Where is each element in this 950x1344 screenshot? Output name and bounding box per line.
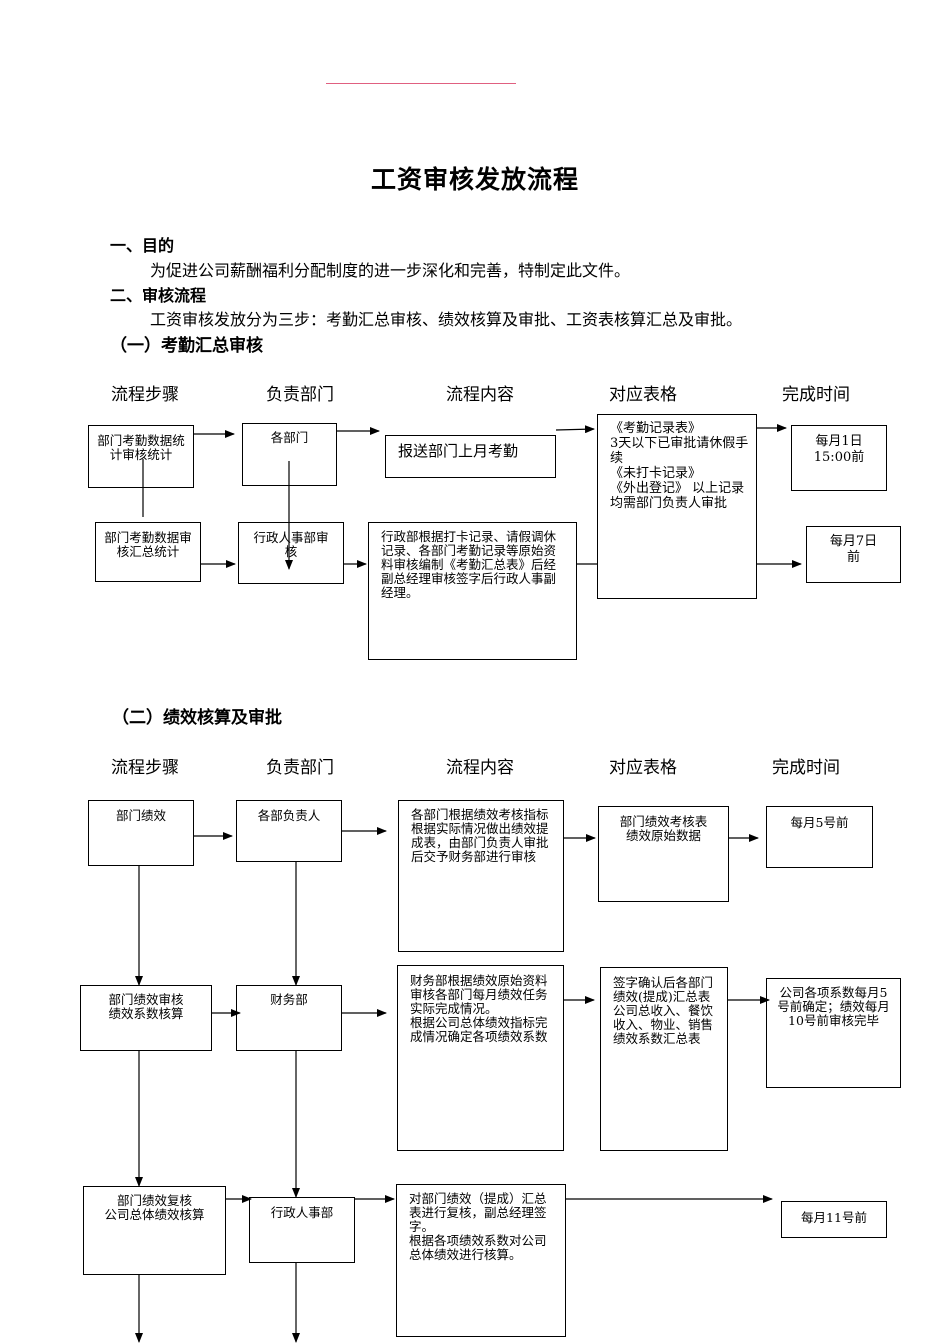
p2-step2-box: 部门绩效审核 绩效系数核算 (80, 985, 212, 1051)
part2-col-dept: 负责部门 (266, 758, 334, 778)
p2-step3-box: 部门绩效复核 公司总体绩效核算 (83, 1186, 226, 1275)
p2-content3-text: 对部门绩效（提成）汇总表进行复核，副总经理签字。 根据各项绩效系数对公司总体绩效… (409, 1191, 547, 1262)
p1-time1-box: 每月1日 15:00前 (791, 425, 887, 491)
process-text: 工资审核发放分为三步：考勤汇总审核、绩效核算及审批、工资表核算汇总及审批。 (150, 310, 743, 329)
p1-time2-box: 每月7日 前 (806, 526, 901, 583)
p1-dept2-box: 行政人事部审核 (238, 522, 344, 584)
purpose-text: 为促进公司薪酬福利分配制度的进一步深化和完善，特制定此文件。 (150, 261, 631, 280)
p1-form1-box: 《考勤记录表》 3天以下已审批请休假手续 《未打卡记录》 《外出登记》 以上记录… (597, 414, 757, 599)
p2-time2-box: 公司各项系数每月5号前确定；绩效每月10号前审核完毕 (766, 978, 901, 1088)
header-rule (326, 83, 516, 84)
part1-col-time: 完成时间 (782, 385, 850, 405)
p2-step1-text: 部门绩效 (115, 808, 166, 823)
p2-content3-box: 对部门绩效（提成）汇总表进行复核，副总经理签字。 根据各项绩效系数对公司总体绩效… (396, 1184, 566, 1337)
page-title: 工资审核发放流程 (370, 165, 579, 194)
part1-col-dept: 负责部门 (266, 385, 334, 405)
p2-form2-text: 签字确认后各部门绩效(提成)汇总表 公司总收入、餐饮收入、物业、销售绩效系数汇总… (613, 975, 714, 1046)
p2-time1-box: 每月5号前 (766, 806, 873, 868)
p1-step1-box: 部门考勤数据统计审核统计 (88, 425, 194, 488)
arrow (555, 425, 595, 434)
part2-col-step: 流程步骤 (111, 758, 179, 778)
p1-time2-text: 每月7日 前 (829, 534, 878, 565)
p2-dept3-box: 行政人事部 (249, 1197, 355, 1263)
p2-step3-text: 部门绩效复核 公司总体绩效核算 (104, 1193, 205, 1222)
p1-step1-text: 部门考勤数据统计审核统计 (97, 433, 185, 462)
p1-content2-text: 行政部根据打卡记录、请假调休记录、各部门考勤记录等原始资料审核编制《考勤汇总表》… (381, 529, 557, 600)
p2-dept1-box: 各部负责人 (236, 800, 342, 862)
p2-time2-text: 公司各项系数每月5号前确定；绩效每月10号前审核完毕 (777, 985, 890, 1028)
p2-form2-box: 签字确认后各部门绩效(提成)汇总表 公司总收入、餐饮收入、物业、销售绩效系数汇总… (600, 967, 728, 1151)
p2-content2-text: 财务部根据绩效原始资料审核各部门每月绩效任务实际完成情况。 根据公司总体绩效指标… (410, 973, 548, 1044)
p1-content2-box: 行政部根据打卡记录、请假调休记录、各部门考勤记录等原始资料审核编制《考勤汇总表》… (368, 522, 577, 660)
p1-dept1-text: 各部门 (270, 430, 309, 445)
section-heading-purpose: 一、目的 (110, 236, 175, 255)
p2-dept2-text: 财务部 (270, 992, 308, 1007)
part2-col-time: 完成时间 (772, 758, 840, 778)
part1-col-step: 流程步骤 (111, 385, 179, 405)
p2-time3-text: 每月11号前 (801, 1210, 867, 1225)
p2-content2-box: 财务部根据绩效原始资料审核各部门每月绩效任务实际完成情况。 根据公司总体绩效指标… (397, 965, 564, 1151)
p2-form1-box: 部门绩效考核表 绩效原始数据 (598, 806, 729, 902)
p1-content1-text: 报送部门上月考勤 (398, 442, 519, 460)
p2-time1-text: 每月5号前 (790, 815, 849, 830)
part1-heading: （一）考勤汇总审核 (110, 336, 263, 356)
section-heading-process: 二、审核流程 (110, 286, 207, 305)
p2-dept3-text: 行政人事部 (270, 1205, 334, 1220)
p2-time3-box: 每月11号前 (781, 1201, 887, 1238)
p2-content1-text: 各部门根据绩效考核指标根据实际情况做出绩效提成表，由部门负责人审批后交予财务部进… (411, 807, 549, 864)
p2-dept2-box: 财务部 (236, 985, 342, 1051)
p2-content1-box: 各部门根据绩效考核指标根据实际情况做出绩效提成表，由部门负责人审批后交予财务部进… (398, 800, 564, 952)
p1-time1-text: 每月1日 15:00前 (813, 434, 865, 465)
part2-heading: （二）绩效核算及审批 (112, 708, 282, 728)
p1-dept2-text: 行政人事部审核 (253, 530, 329, 559)
p2-step2-text: 部门绩效审核 绩效系数核算 (108, 992, 184, 1021)
p1-form1-text: 《考勤记录表》 3天以下已审批请休假手续 《未打卡记录》 《外出登记》 以上记录… (610, 421, 749, 511)
p2-step1-box: 部门绩效 (88, 800, 194, 866)
p1-step2-box: 部门考勤数据审核汇总统计 (95, 522, 201, 582)
p2-form1-text: 部门绩效考核表 绩效原始数据 (619, 814, 708, 843)
p1-step2-text: 部门考勤数据审核汇总统计 (104, 530, 192, 559)
part1-col-form: 对应表格 (609, 385, 677, 405)
p1-content1-box: 报送部门上月考勤 (385, 435, 556, 478)
p2-dept1-text: 各部负责人 (257, 808, 321, 823)
part2-col-form: 对应表格 (609, 758, 677, 778)
part1-col-content: 流程内容 (446, 385, 514, 405)
part2-col-content: 流程内容 (446, 758, 514, 778)
